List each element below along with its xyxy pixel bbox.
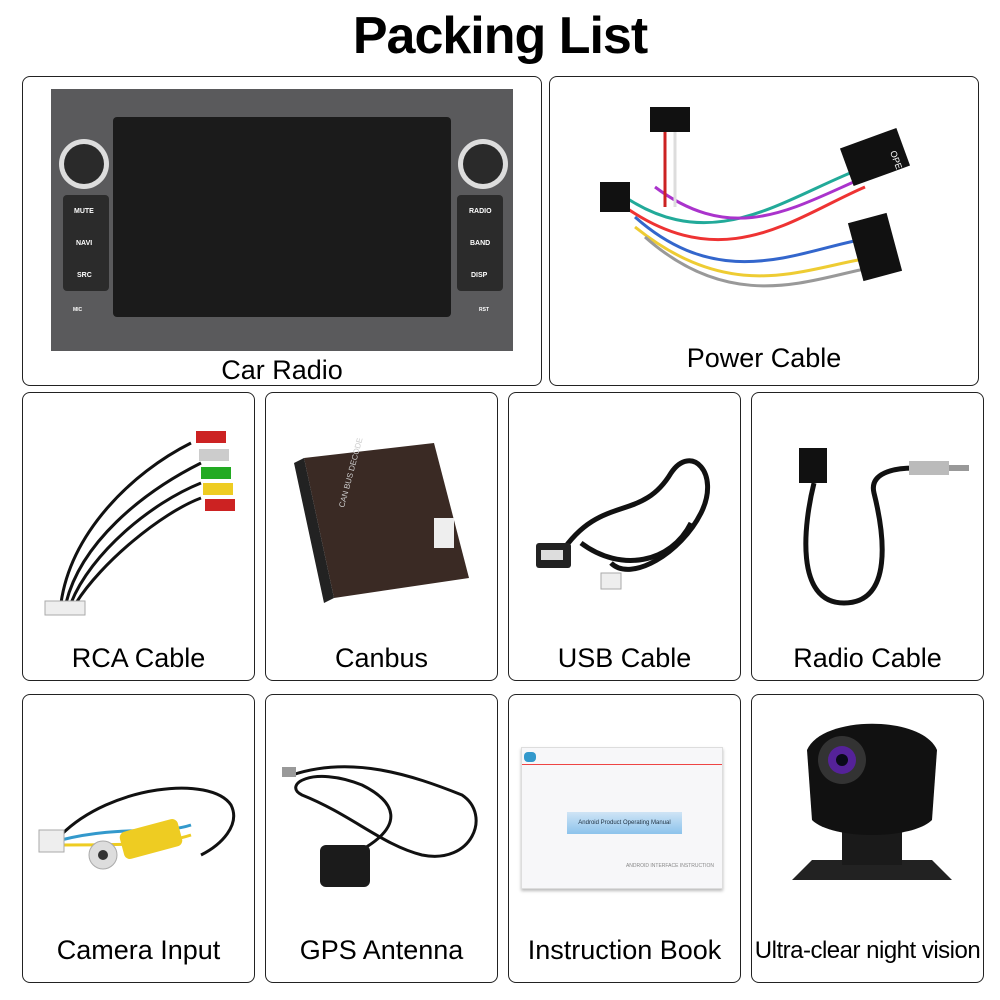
rst-label: RST xyxy=(479,307,489,313)
manual-image: Android Product Operating Manual ANDROID… xyxy=(521,747,723,889)
camera-image xyxy=(792,723,952,880)
item-label: Camera Input xyxy=(56,935,221,965)
item-label: Car Radio xyxy=(221,355,343,385)
item-car-radio: MUTE NAVI SRC RADIO BAND DISP MIC RST Ca… xyxy=(22,76,542,386)
item-label: GPS Antenna xyxy=(299,935,464,965)
car-radio-image: MUTE NAVI SRC RADIO BAND DISP MIC RST xyxy=(51,89,513,351)
src-button-label: SRC xyxy=(77,272,92,279)
disp-button-label: DISP xyxy=(471,272,488,279)
item-label: Radio Cable xyxy=(793,643,942,673)
item-power-cable: OPEL Power Cable xyxy=(549,76,979,386)
page-title: Packing List xyxy=(352,7,648,65)
item-camera-input: Camera Input xyxy=(22,694,255,983)
item-instruction-book: Android Product Operating Manual ANDROID… xyxy=(508,694,741,983)
navi-button-label: NAVI xyxy=(76,240,92,247)
manual-title: Android Product Operating Manual xyxy=(567,812,682,834)
item-rca-cable: RCA Cable xyxy=(22,392,255,681)
camera-input-image xyxy=(38,786,236,870)
radio-button-label: RADIO xyxy=(469,208,492,215)
gps-antenna-image xyxy=(282,765,478,887)
item-usb-cable: USB Cable xyxy=(508,392,741,681)
radio-cable-image xyxy=(799,448,969,606)
item-canbus: CAN BUS DECODER Canbus xyxy=(265,392,498,681)
usb-cable-image xyxy=(536,458,711,590)
manual-logo-icon xyxy=(524,752,536,762)
item-label: RCA Cable xyxy=(71,643,206,673)
item-label: USB Cable xyxy=(557,643,692,673)
band-button-label: BAND xyxy=(470,240,490,247)
rca-cable-image xyxy=(44,431,235,616)
item-label: Instruction Book xyxy=(527,935,722,965)
item-label: Ultra-clear night vision xyxy=(754,937,981,964)
item-radio-cable: Radio Cable xyxy=(751,392,984,681)
item-label: Canbus xyxy=(334,643,429,673)
manual-red-line xyxy=(522,764,722,765)
item-label: Power Cable xyxy=(686,343,842,373)
mic-label: MIC xyxy=(73,307,83,313)
manual-footer: ANDROID INTERFACE INSTRUCTION xyxy=(625,863,714,869)
mute-button-label: MUTE xyxy=(74,208,94,215)
item-gps-antenna: GPS Antenna xyxy=(265,694,498,983)
canbus-image: CAN BUS DECODER xyxy=(294,438,469,603)
power-cable-image: OPEL xyxy=(600,107,911,288)
item-night-vision-camera: Ultra-clear night vision xyxy=(751,694,984,983)
